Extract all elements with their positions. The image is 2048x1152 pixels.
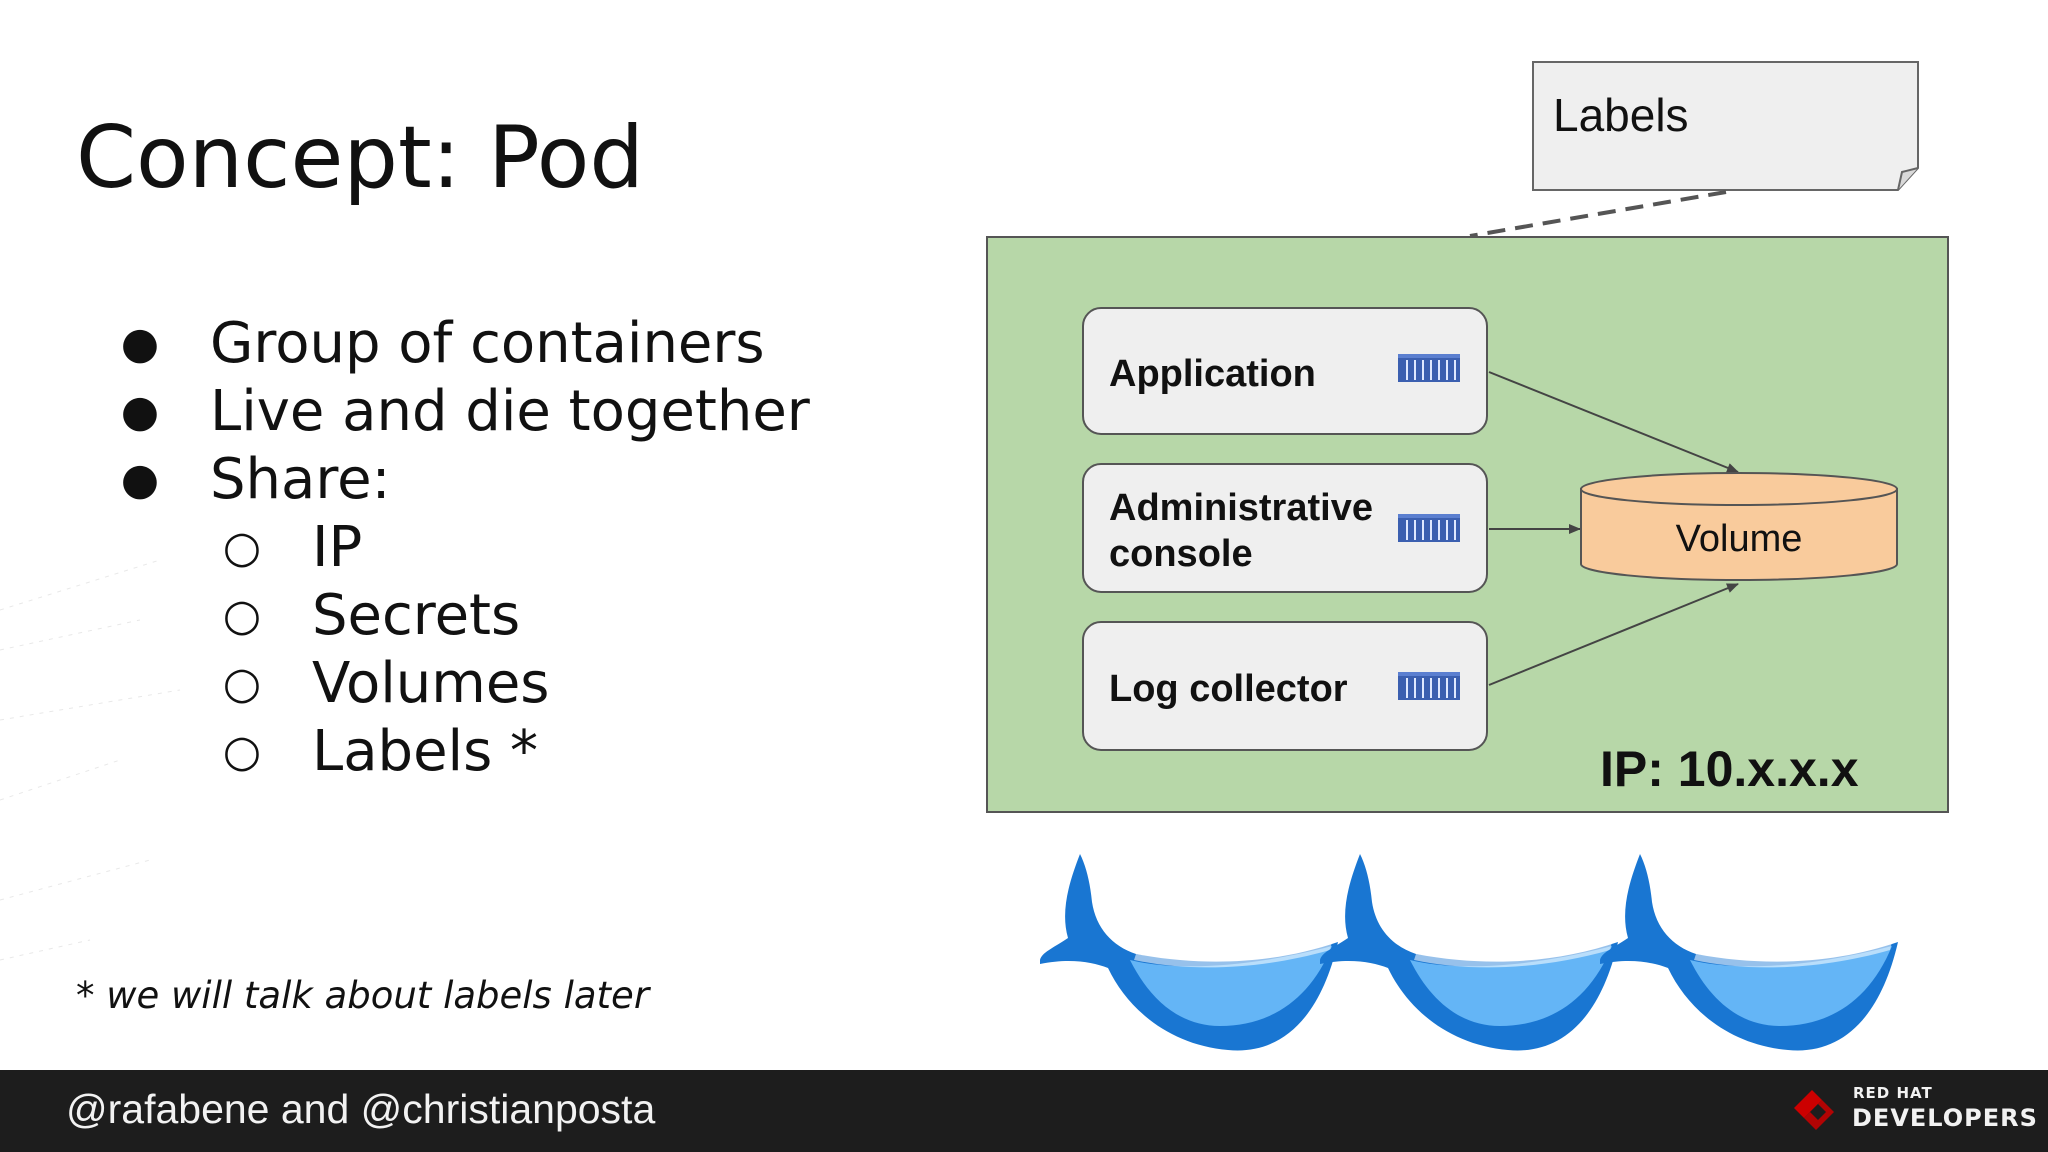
list-item: ○ IP bbox=[120, 514, 900, 582]
footnote: * we will talk about labels later bbox=[76, 974, 650, 1017]
container-label: Log collector bbox=[1109, 668, 1348, 710]
slide-title: Concept: Pod bbox=[76, 108, 644, 208]
sub-bullet-text: IP bbox=[312, 515, 363, 580]
list-item: ○ Labels * bbox=[120, 718, 900, 786]
container-administrative-console: Administrative console bbox=[1082, 463, 1488, 593]
bullet-list: ● Group of containers ● Live and die tog… bbox=[120, 310, 900, 786]
bullet-marker: ● bbox=[120, 454, 160, 505]
bullet-marker: ● bbox=[120, 386, 160, 437]
brand-line-1: RED HAT bbox=[1853, 1084, 1933, 1102]
footer-credits: @rafabene and @christianposta bbox=[66, 1086, 656, 1132]
sub-bullet-marker: ○ bbox=[222, 726, 262, 777]
shipping-container-icon bbox=[1397, 513, 1461, 543]
footer-bar: @rafabene and @christianposta RED HAT DE… bbox=[0, 1070, 2048, 1152]
shipping-container-icon bbox=[1397, 671, 1461, 701]
bullet-marker: ● bbox=[120, 318, 160, 369]
container-application: Application bbox=[1082, 307, 1488, 435]
shipping-container-icon bbox=[1397, 353, 1461, 383]
list-item: ● Group of containers bbox=[120, 310, 900, 378]
volume-cylinder: Volume bbox=[1580, 472, 1898, 581]
bullet-text: Live and die together bbox=[210, 379, 810, 444]
sub-bullet-marker: ○ bbox=[222, 590, 262, 641]
list-item: ● Live and die together bbox=[120, 378, 900, 446]
sub-bullet-text: Volumes bbox=[312, 651, 550, 716]
sub-bullet-marker: ○ bbox=[222, 522, 262, 573]
container-log-collector: Log collector bbox=[1082, 621, 1488, 751]
volume-label: Volume bbox=[1676, 518, 1803, 560]
labels-connector bbox=[1469, 190, 1727, 238]
sub-bullet-text: Secrets bbox=[312, 583, 521, 648]
sub-bullet-text: Labels * bbox=[312, 719, 539, 784]
container-label: Application bbox=[1109, 353, 1316, 395]
arrow-log-collector-to-volume bbox=[1488, 583, 1739, 686]
red-hat-logo-icon bbox=[1794, 1090, 1834, 1130]
labels-note-text: Labels bbox=[1553, 89, 1689, 141]
pod-ip: IP: 10.x.x.x bbox=[1600, 741, 1859, 797]
docker-whale-icon bbox=[1040, 854, 1338, 1051]
docker-whale-icon bbox=[1320, 854, 1618, 1051]
bullet-text: Share: bbox=[210, 447, 391, 512]
labels-note: Labels bbox=[1532, 61, 1919, 191]
sub-bullet-marker: ○ bbox=[222, 658, 262, 709]
brand-line-2: DEVELOPERS bbox=[1852, 1104, 2038, 1132]
list-item: ● Share: bbox=[120, 446, 900, 514]
docker-whale-icon bbox=[1600, 854, 1898, 1051]
container-label-line2: console bbox=[1109, 533, 1253, 575]
bullet-text: Group of containers bbox=[210, 311, 765, 376]
list-item: ○ Secrets bbox=[120, 582, 900, 650]
container-label: Administrative bbox=[1109, 487, 1373, 529]
list-item: ○ Volumes bbox=[120, 650, 900, 718]
arrow-application-to-volume bbox=[1488, 371, 1739, 473]
